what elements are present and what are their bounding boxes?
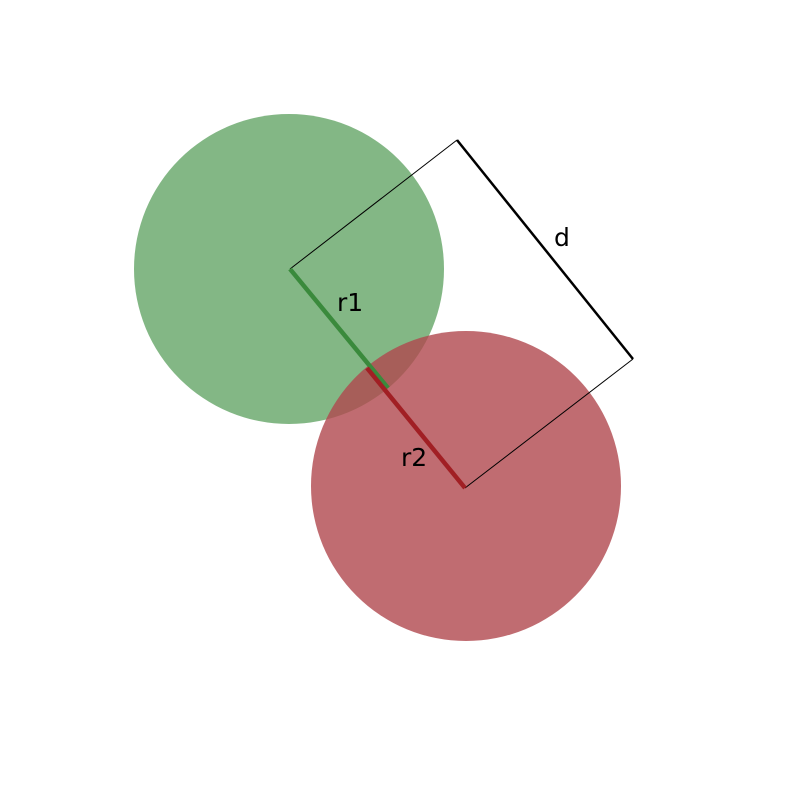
d-bracket-line: [456, 139, 634, 360]
radius-1-line: [288, 267, 390, 390]
d-bracket-leg-1: [289, 139, 458, 270]
circle-1: [134, 114, 444, 424]
r2-label: r2: [401, 443, 427, 472]
radius-2-line: [365, 366, 467, 490]
d-bracket-leg-2: [464, 358, 634, 489]
r1-label: r1: [337, 288, 363, 317]
d-label: d: [554, 223, 570, 252]
